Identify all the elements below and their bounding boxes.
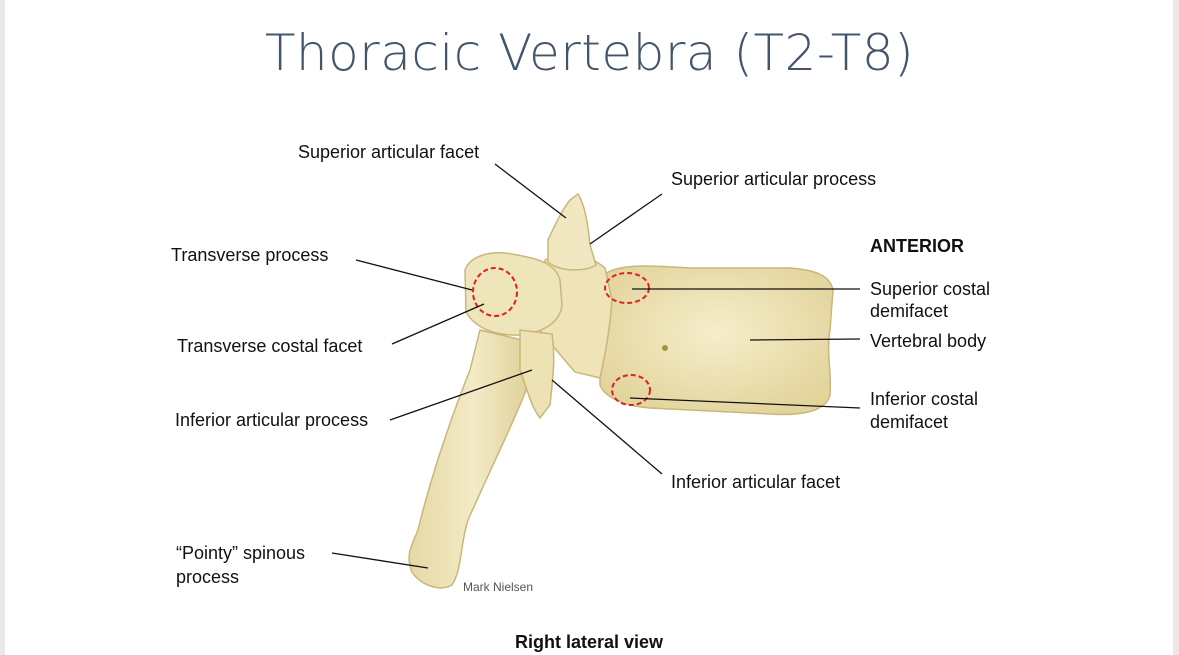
label-vertebral-body: Vertebral body [870,331,987,351]
label-superior-articular-process: Superior articular process [671,169,877,189]
label-anterior: ANTERIOR [870,236,964,256]
label-inferior-costal-demifacet-line2: demifacet [870,412,949,432]
leader-vertebral-body [749,338,861,341]
leader-transverse-costal-facet [391,303,485,345]
label-inferior-costal-demifacet-line1: Inferior costal [870,389,979,409]
leader-superior-articular-facet [494,163,567,219]
label-transverse-process: Transverse process [171,245,329,265]
label-transverse-costal-facet: Transverse costal facet [177,336,363,356]
leader-inferior-articular-process [389,369,533,421]
slide-title: Thoracic Vertebra (T2-T8) [264,24,915,82]
caption-right-lateral-view: Right lateral view [515,632,664,652]
label-inferior-articular-facet: Inferior articular facet [671,472,841,492]
leader-transverse-process [355,259,473,291]
label-inferior-articular-process: Inferior articular process [175,410,369,430]
transverse-process-shape [464,252,563,336]
leader-inferior-articular-facet [551,379,663,475]
leader-superior-articular-process [589,193,663,245]
inferior-articular-process-shape [519,329,555,420]
leader-spinous-process [331,552,429,569]
image-credit: Mark Nielsen [463,580,534,594]
label-spinous-process-line2: process [176,567,240,587]
label-superior-articular-facet: Superior articular facet [298,142,480,162]
label-spinous-process-line1: “Pointy” spinous [176,543,306,563]
label-superior-costal-demifacet-line2: demifacet [870,301,949,321]
superior-articular-process-shape [547,192,597,271]
leader-inferior-costal-demifacet [629,397,861,409]
transverse-costal-facet-circle [472,267,518,317]
vertebral-body-shape [599,265,834,416]
inferior-costal-demifacet-circle [611,374,651,406]
superior-costal-demifacet-circle [604,272,650,304]
label-superior-costal-demifacet-line1: Superior costal [870,279,991,299]
